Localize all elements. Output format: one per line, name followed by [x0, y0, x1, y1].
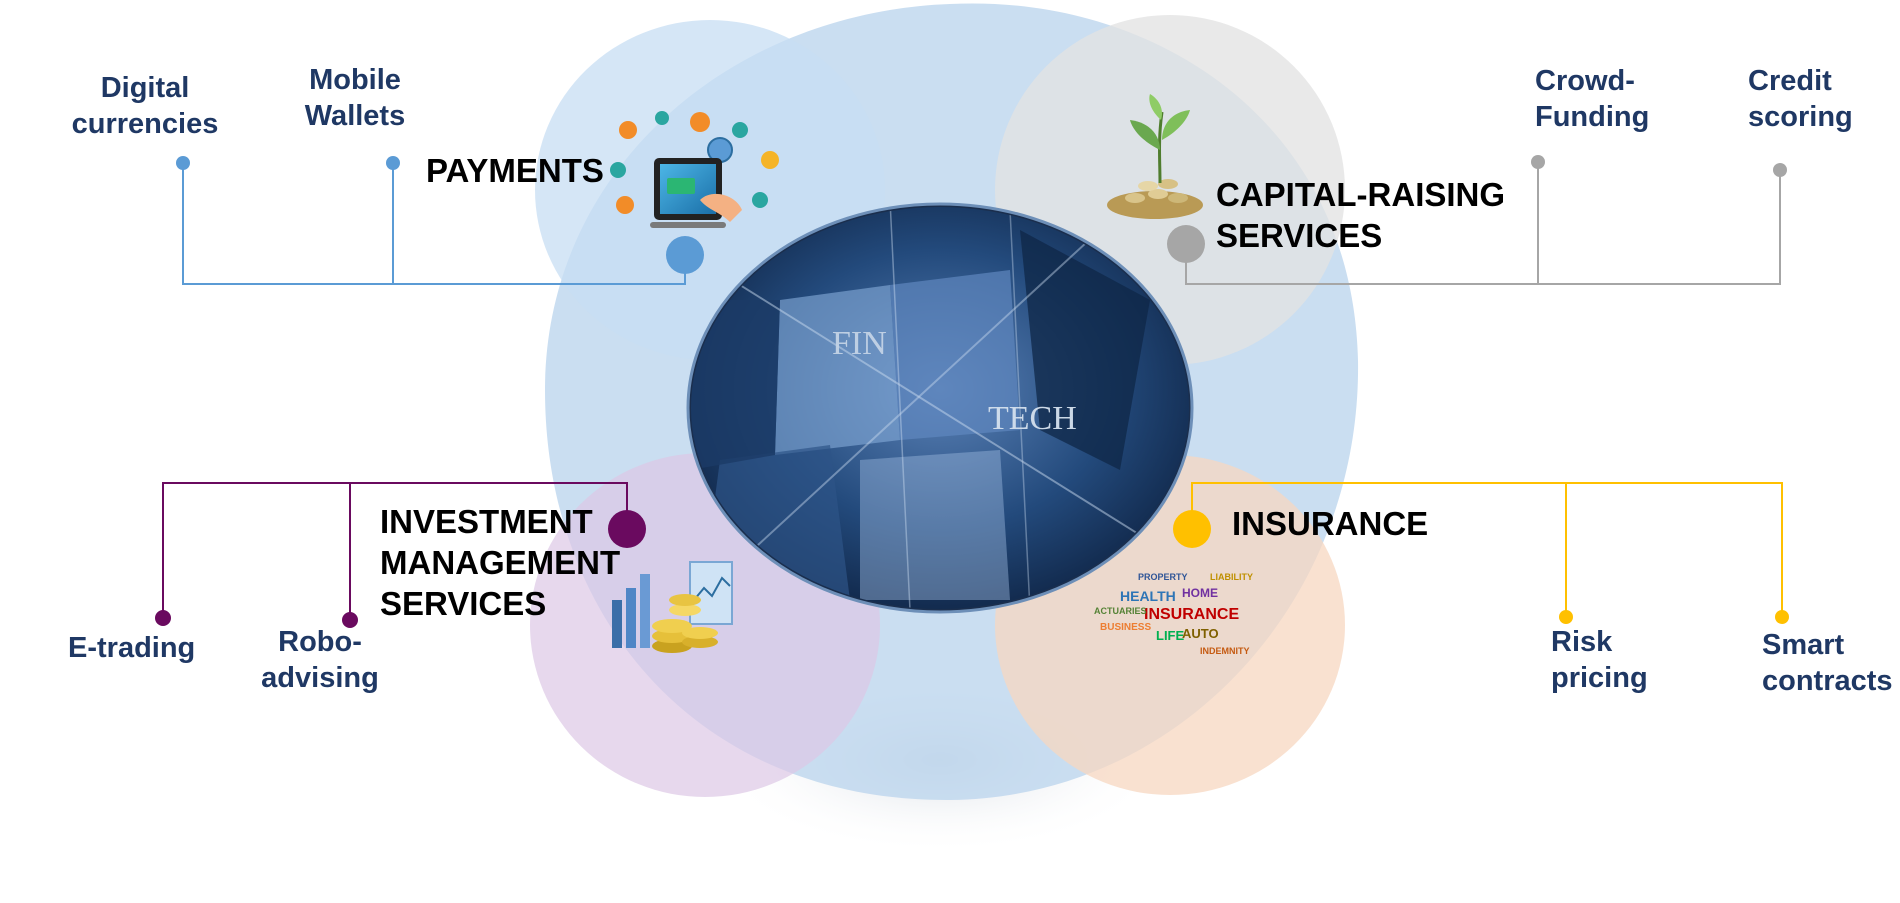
- investment-illustration: [612, 561, 733, 653]
- risk-pricing-dot: [1559, 610, 1573, 624]
- word-auto: AUTO: [1182, 626, 1219, 641]
- word-actuaries: ACTUARIES: [1094, 606, 1147, 616]
- leaf-risk-pricing: Risk pricing: [1551, 626, 1648, 694]
- word-property: PROPERTY: [1138, 572, 1188, 582]
- leaf-smart-contracts: Smart contracts: [1762, 629, 1893, 697]
- word-business: BUSINESS: [1100, 622, 1152, 633]
- mobile-wallets-dot: [386, 156, 400, 170]
- insurance-word-cloud: HEALTH HOME INSURANCE LIFE AUTO BUSINESS…: [1090, 552, 1266, 670]
- digital-currencies-dot: [176, 156, 190, 170]
- word-home: HOME: [1182, 586, 1218, 600]
- insurance-connectors: [1191, 482, 1783, 617]
- capital-node: [1167, 225, 1205, 263]
- robo-advising-dot: [342, 612, 358, 628]
- capital-connectors: [1185, 162, 1781, 285]
- credit-scoring-dot: [1773, 163, 1787, 177]
- center-oval: [686, 202, 1194, 614]
- crowd-funding-dot: [1531, 155, 1545, 169]
- leaf-digital-currencies: Digital currencies: [71, 72, 219, 140]
- word-insurance: INSURANCE: [1144, 606, 1240, 623]
- investment-connectors: [162, 482, 628, 620]
- investment-node: [608, 510, 646, 548]
- category-label-payments: PAYMENTS: [426, 152, 604, 189]
- leaf-crowd-funding: Crowd- Funding: [1535, 65, 1650, 133]
- word-liability: LIABILITY: [1210, 572, 1253, 582]
- leaf-mobile-wallets: Mobile Wallets: [304, 64, 406, 132]
- smart-contracts-dot: [1775, 610, 1789, 624]
- center-label-tech: TECH: [988, 400, 1077, 437]
- word-health: HEALTH: [1120, 588, 1176, 604]
- category-label-investment: INVESTMENT MANAGEMENT SERVICES: [380, 503, 621, 622]
- center-label-fin: FIN: [832, 325, 887, 362]
- insurance-node: [1173, 510, 1211, 548]
- e-trading-dot: [155, 610, 171, 626]
- leaf-e-trading: E-trading: [68, 632, 196, 664]
- capital-illustration: [1107, 94, 1203, 219]
- word-indemnity: INDEMNITY: [1200, 646, 1250, 656]
- leaf-credit-scoring: Credit scoring: [1748, 65, 1853, 133]
- payments-illustration: [610, 111, 779, 228]
- word-life: LIFE: [1156, 628, 1185, 643]
- category-label-capital: CAPITAL-RAISING SERVICES: [1216, 176, 1506, 254]
- leaf-robo-advising: Robo- advising: [261, 626, 379, 694]
- payments-node: [666, 236, 704, 274]
- category-label-insurance: INSURANCE: [1232, 505, 1429, 542]
